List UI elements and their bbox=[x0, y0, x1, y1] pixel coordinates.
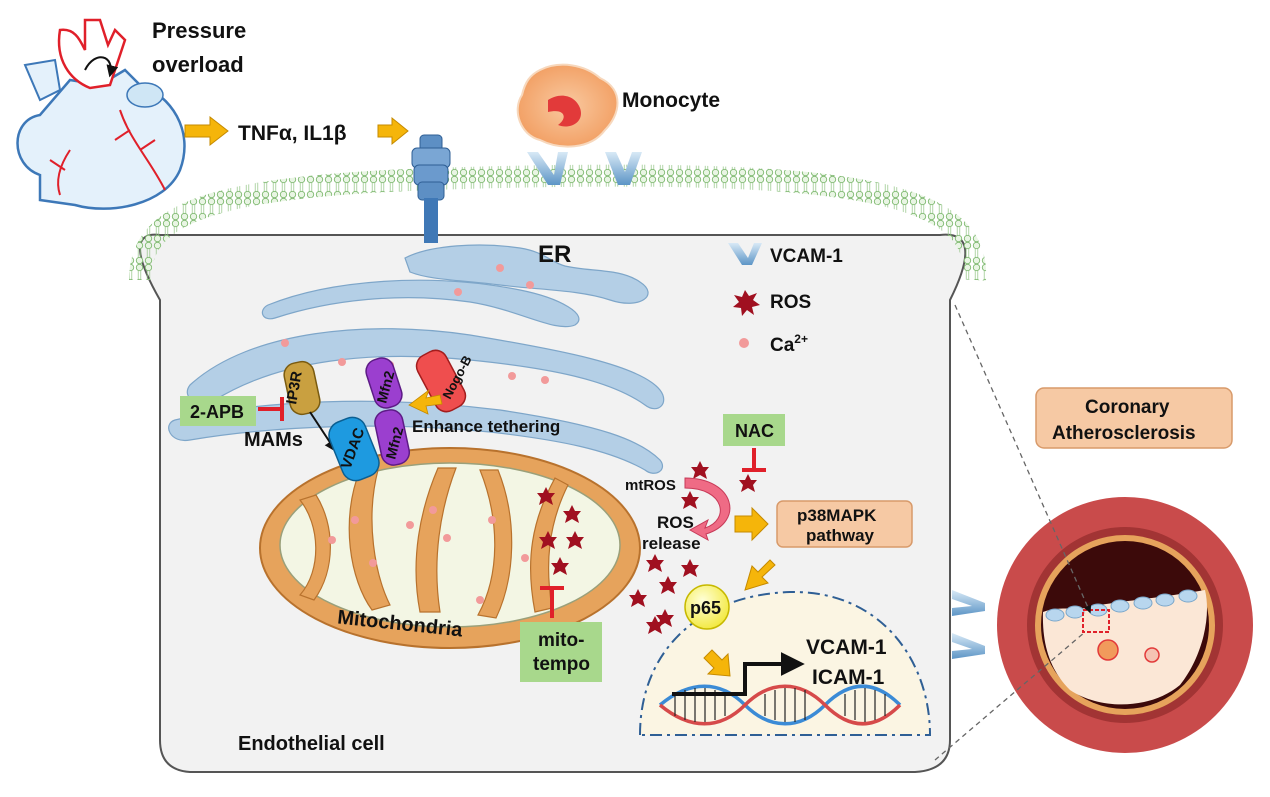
vcam-receptor-2-icon bbox=[605, 152, 642, 185]
mitotempo-label-1: mito- bbox=[538, 630, 584, 651]
connector-line-top bbox=[954, 304, 1092, 614]
coronary-label-2: Atherosclerosis bbox=[1052, 423, 1196, 444]
er-label: ER bbox=[538, 241, 571, 268]
calcium-ions-mito bbox=[328, 506, 529, 604]
p65-label: p65 bbox=[690, 598, 721, 618]
dna-helix-icon bbox=[658, 684, 902, 726]
mams-label: MAMs bbox=[244, 429, 303, 451]
plaque-macrophage-2 bbox=[1144, 647, 1160, 663]
mitotempo-box bbox=[520, 622, 602, 682]
cytokine-receptor-icon bbox=[411, 134, 451, 243]
apb-inhibitor-icon bbox=[258, 397, 284, 421]
mfn2-upper-icon: Mfn2 bbox=[365, 357, 403, 409]
monocyte-label: Monocyte bbox=[622, 89, 720, 112]
mitotempo-label-2: tempo bbox=[533, 654, 590, 675]
mitochondria-inner bbox=[279, 462, 621, 628]
vcam-receptor-1-icon bbox=[527, 152, 568, 185]
p38-box bbox=[776, 500, 913, 548]
pressure-overload-line1: Pressure bbox=[152, 18, 246, 43]
legend-vcam-icon bbox=[728, 243, 762, 265]
mitochondria-cristae bbox=[298, 467, 569, 619]
arrow-p38-to-p65 bbox=[744, 559, 776, 591]
svg-text:IP3R: IP3R bbox=[283, 370, 306, 406]
cytokines-label: TNFα, IL1β bbox=[238, 122, 347, 145]
monocyte-nucleus-icon bbox=[548, 95, 581, 127]
legend-ros-label: ROS bbox=[770, 292, 811, 313]
heart-icon bbox=[16, 18, 186, 210]
ros-in-mito bbox=[537, 487, 584, 575]
er-icon bbox=[168, 244, 665, 474]
arrow-cytokines-to-receptor bbox=[377, 116, 409, 146]
mfn2-lower-icon: Mfn2 bbox=[374, 409, 411, 466]
arrow-ros-to-p38 bbox=[734, 506, 769, 542]
ros-release-curved-arrow bbox=[684, 477, 731, 542]
apb-label: 2-APB bbox=[190, 402, 244, 422]
plaque-macrophage-1 bbox=[1097, 639, 1119, 661]
nac-label: NAC bbox=[735, 421, 774, 441]
icam-gene-label: ICAM-1 bbox=[812, 666, 885, 689]
arrow-heart-to-cytokines bbox=[184, 115, 229, 147]
legend-calcium-label: Ca2+ bbox=[770, 332, 808, 356]
vcam-side-1-icon bbox=[952, 590, 985, 616]
p38-label-2: pathway bbox=[806, 526, 875, 545]
connector-line-bottom bbox=[934, 631, 1086, 761]
apb-box bbox=[180, 396, 256, 426]
nogo-to-mfn2-arrow bbox=[408, 388, 443, 415]
ros-cluster bbox=[629, 461, 757, 634]
arrow-p65-to-dna bbox=[703, 649, 731, 677]
vcam-side-2-icon bbox=[952, 633, 985, 659]
coronary-box bbox=[1035, 387, 1233, 449]
p38-label-1: p38MAPK bbox=[797, 506, 877, 525]
p65-node bbox=[684, 584, 730, 630]
vdac-icon: VDAC bbox=[328, 416, 380, 482]
ros-release-label-2: release bbox=[642, 534, 701, 553]
nac-box bbox=[723, 414, 785, 446]
mitotempo-inhibitor-icon bbox=[540, 586, 564, 618]
legend-calcium-icon bbox=[739, 338, 749, 348]
ip3r-icon: IP3R bbox=[283, 360, 321, 416]
pressure-overload-line2: overload bbox=[152, 52, 244, 77]
coronary-label-1: Coronary bbox=[1085, 397, 1170, 418]
legend-ros-icon bbox=[733, 290, 760, 316]
transcription-start-arrow bbox=[672, 652, 805, 696]
mtros-label: mtROS bbox=[625, 477, 676, 494]
nac-inhibitor-icon bbox=[742, 448, 766, 472]
vcam-gene-label: VCAM-1 bbox=[806, 636, 887, 659]
zoom-highlight-box bbox=[1082, 609, 1110, 633]
ros-release-label-1: ROS bbox=[657, 513, 694, 532]
endothelial-cell-label: Endothelial cell bbox=[238, 733, 385, 755]
enhance-tethering-label: Enhance tethering bbox=[412, 417, 560, 436]
legend-vcam-label: VCAM-1 bbox=[770, 246, 843, 267]
